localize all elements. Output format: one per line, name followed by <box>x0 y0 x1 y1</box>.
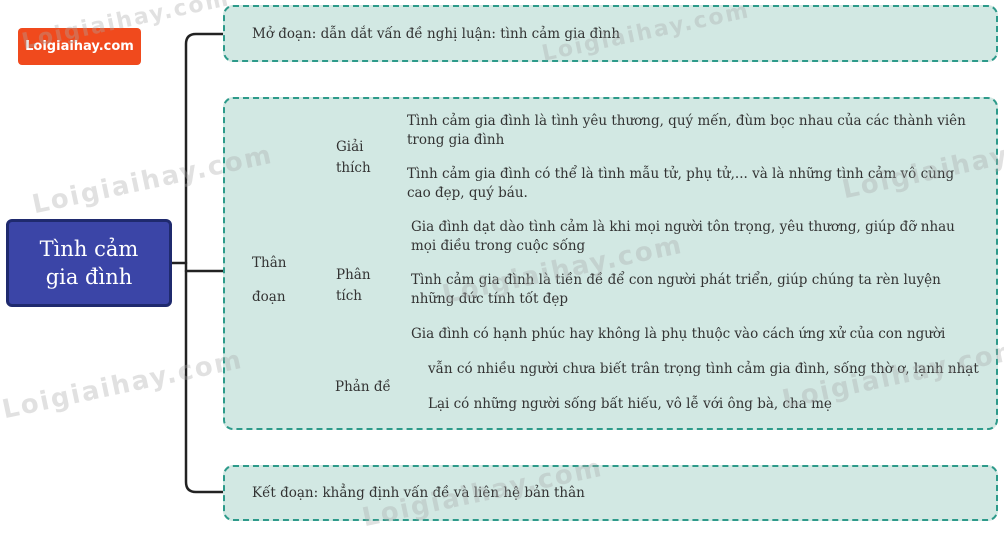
giai-thich-item: Tình cảm gia đình là tình yêu thương, qu… <box>407 113 966 148</box>
mo-doan-text: Mở đoạn: dẫn dắt vấn đề nghị luận: tình … <box>252 26 621 42</box>
phan-de-item: vẫn có nhiều người chưa biết trân trọng … <box>428 361 979 377</box>
phan-tich-item: Gia đình dạt dào tình cảm là khi mọi ngư… <box>411 219 955 254</box>
mo-doan-box: Mở đoạn: dẫn dắt vấn đề nghị luận: tình … <box>223 5 998 62</box>
phan-de-item: Lại có những người sống bất hiếu, vô lễ … <box>428 396 832 412</box>
giai-thich-label: Giải thích <box>336 139 371 176</box>
ket-doan-text: Kết đoạn: khẳng định vấn đề và liên hệ b… <box>252 485 585 501</box>
phan-tich-label: Phân tích <box>336 267 371 304</box>
giai-thich-item: Tình cảm gia đình có thể là tình mẫu tử,… <box>407 166 955 201</box>
than-doan-box <box>223 97 998 430</box>
site-logo[interactable]: Loigiaihay.com <box>18 28 141 65</box>
ket-doan-box: Kết đoạn: khẳng định vấn đề và liên hệ b… <box>223 465 998 521</box>
than-doan-label: Thân đoạn <box>252 255 287 305</box>
root-node: Tình cảm gia đình <box>6 219 172 307</box>
phan-tich-item: Gia đình có hạnh phúc hay không là phụ t… <box>411 326 946 342</box>
root-label: Tình cảm gia đình <box>39 237 139 289</box>
phan-tich-item: Tình cảm gia đình là tiền đề để con ngườ… <box>411 272 941 307</box>
phan-de-label: Phản đề <box>335 379 391 395</box>
